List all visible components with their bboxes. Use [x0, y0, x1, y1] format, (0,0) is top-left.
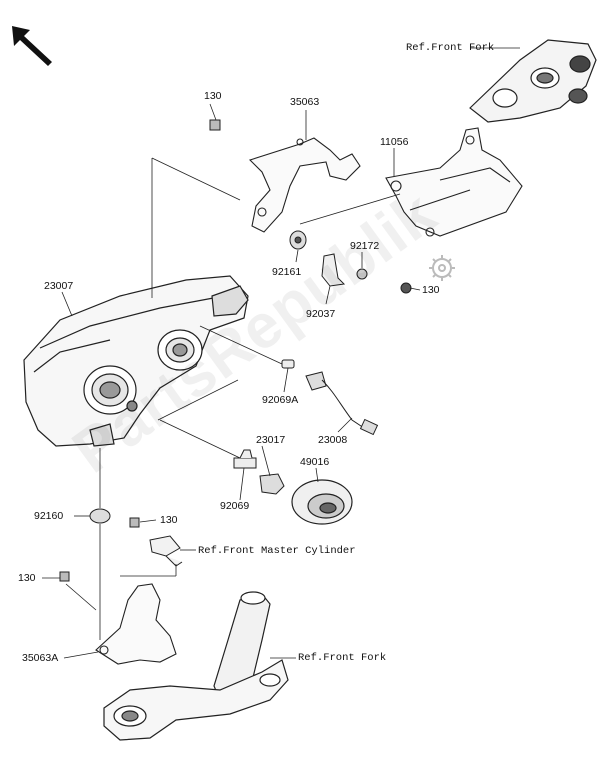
bulb-92069a — [281, 359, 295, 369]
label-23017: 23017 — [256, 434, 286, 446]
bolt-130-right — [400, 282, 412, 294]
leader-lines — [42, 47, 520, 659]
cover-49016 — [291, 479, 353, 525]
master-cylinder-ref — [149, 535, 183, 567]
bolt-130-mid — [129, 517, 140, 528]
upper-triple-clamp — [469, 39, 597, 123]
label-130-left: 130 — [18, 572, 36, 584]
clamp-92037 — [321, 253, 346, 287]
socket-23008 — [305, 371, 379, 436]
bulb-92069 — [233, 449, 257, 469]
label-23008: 23008 — [318, 434, 348, 446]
label-92037: 92037 — [306, 308, 336, 320]
front-arrow-icon — [12, 26, 52, 66]
lower-triple-clamp — [103, 591, 289, 741]
label-92069a: 92069A — [262, 394, 299, 406]
label-35063: 35063 — [290, 96, 320, 108]
label-ref-front-master-cylinder: Ref.Front Master Cylinder — [198, 545, 356, 557]
headlight-assembly — [23, 275, 249, 447]
label-92172: 92172 — [350, 240, 380, 252]
grommet-92160 — [89, 508, 111, 524]
label-ref-front-fork-bottom: Ref.Front Fork — [298, 652, 387, 664]
label-92069: 92069 — [220, 500, 250, 512]
lower-bracket — [95, 583, 177, 665]
headlight-bracket — [248, 137, 361, 233]
socket-23017 — [259, 473, 285, 495]
gear-icon — [429, 255, 455, 281]
nut-92172 — [356, 268, 368, 280]
label-130-right: 130 — [422, 284, 440, 296]
grommet-92161 — [289, 230, 307, 250]
label-35063a: 35063A — [22, 652, 59, 664]
label-92161: 92161 — [272, 266, 302, 278]
label-ref-front-fork-top: Ref.Front Fork — [406, 42, 495, 54]
label-130-mid: 130 — [160, 514, 178, 526]
label-49016: 49016 — [300, 456, 330, 468]
label-130-top: 130 — [204, 90, 222, 102]
label-23007: 23007 — [44, 280, 74, 292]
stay-bracket — [385, 127, 523, 237]
label-11056: 11056 — [380, 136, 409, 148]
bolt-130-top — [209, 119, 221, 131]
label-92160: 92160 — [34, 510, 64, 522]
bolt-130-left — [59, 571, 70, 582]
